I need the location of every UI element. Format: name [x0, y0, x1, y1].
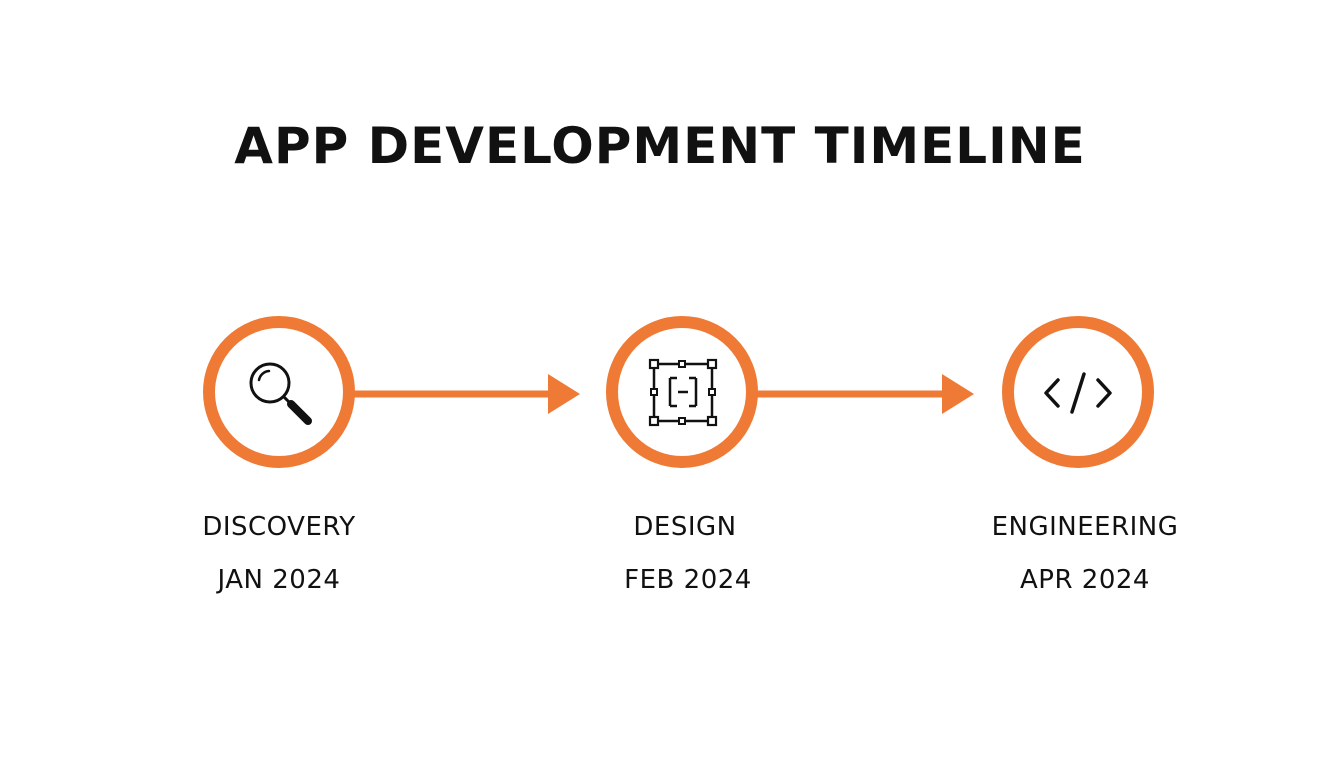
- stage-node-engineering: [1002, 316, 1154, 468]
- stage-name-engineering: ENGINEERING: [991, 512, 1179, 542]
- stage-name-discovery: DISCOVERY: [202, 512, 356, 542]
- stage-ring: [203, 316, 355, 468]
- stage-date-discovery: JAN 2024: [217, 565, 341, 595]
- arrowhead: [548, 374, 580, 414]
- stage-date-engineering: APR 2024: [1020, 565, 1150, 595]
- stage-date-design: FEB 2024: [624, 565, 752, 595]
- magnifier-icon: [249, 362, 312, 425]
- stage-node-discovery: [203, 316, 355, 468]
- stage-name-design: DESIGN: [633, 512, 737, 542]
- code-brackets-icon: [1044, 372, 1112, 414]
- connector-arrow-design-engineering: [756, 374, 974, 414]
- arrowhead: [942, 374, 974, 414]
- page-title: APP DEVELOPMENT TIMELINE: [234, 117, 1086, 175]
- vector-frame-icon: [648, 358, 718, 427]
- stage-node-design: [606, 316, 758, 468]
- connector-arrow-discovery-design: [352, 374, 580, 414]
